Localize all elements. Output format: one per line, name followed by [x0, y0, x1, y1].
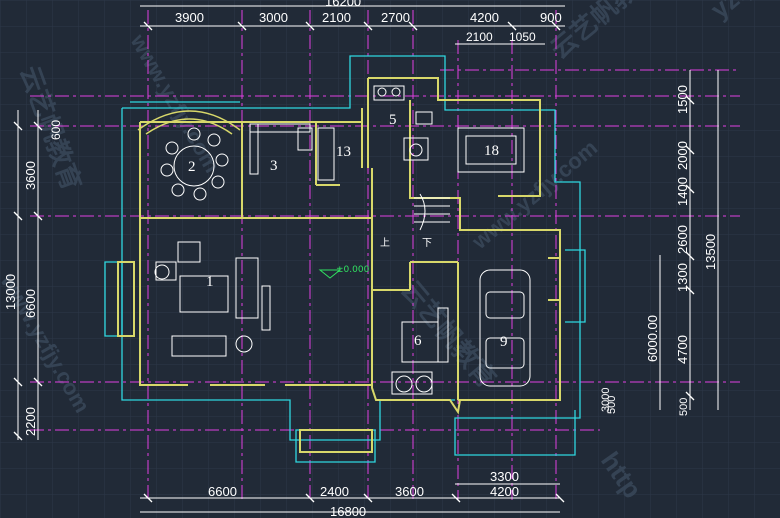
dim-bottom-3: 3600 [395, 484, 424, 499]
room-label-2: 2 [188, 159, 196, 175]
dim-top-overall: 16200 [325, 0, 361, 9]
room-label-9: 9 [500, 334, 508, 350]
bay-window [137, 110, 241, 135]
dim-bottom-sub: 3300 [490, 469, 519, 484]
room-label-18: 18 [484, 143, 499, 159]
dim-right-3: 1400 [675, 177, 690, 206]
dim-right-7: 500 [678, 398, 690, 416]
room-label-6: 6 [414, 333, 422, 349]
dim-bottom-2: 2400 [320, 484, 349, 499]
room-label-3: 3 [270, 158, 278, 174]
dim-right-inner: 6000.00 [645, 315, 660, 362]
dim-right-overall: 13500 [703, 234, 718, 270]
dim-left-4: 2200 [23, 407, 38, 436]
walls [117, 77, 561, 453]
dimension-lines [17, 5, 719, 513]
room-label-1: 1 [206, 274, 214, 290]
left-dimensions: 13000 600 3600 6600 2200 [3, 120, 63, 436]
dim-right-1: 1500 [675, 85, 690, 114]
right-dimensions: 13500 1500 2000 1400 2600 1300 4700 500 … [600, 85, 718, 416]
dim-left-1: 600 [49, 120, 63, 140]
dim-left-overall: 13000 [3, 274, 18, 310]
dim-right-2: 2000 [675, 141, 690, 170]
dim-top-4: 2700 [381, 10, 410, 25]
dim-top-6: 900 [540, 10, 562, 25]
room-label-13: 13 [336, 144, 351, 160]
dim-top-5: 4200 [470, 10, 499, 25]
dim-right-small: 3000 [600, 388, 612, 412]
level-mark-symbol [318, 269, 342, 279]
dim-top-3: 2100 [322, 10, 351, 25]
dim-bottom-1: 6600 [208, 484, 237, 499]
dim-right-4: 2600 [675, 225, 690, 254]
room-label-5: 5 [389, 112, 397, 128]
dim-right-8: 500 [606, 396, 618, 414]
furniture [154, 85, 531, 395]
dim-left-2: 3600 [23, 161, 38, 190]
stair-down-label: 下 [422, 238, 432, 249]
dimension-ticks [13, 21, 695, 503]
dim-top-sub-2: 1050 [509, 30, 536, 44]
room-labels: 1 2 3 5 6 9 13 18 [188, 112, 508, 350]
dim-right-5: 1300 [675, 263, 690, 292]
dim-right-6: 4700 [675, 335, 690, 364]
dim-bottom-4: 4200 [490, 484, 519, 499]
top-dimensions: 16200 3900 3000 2100 2700 4200 900 2100 … [175, 0, 562, 44]
dim-top-2: 3000 [259, 10, 288, 25]
bottom-dimensions: 3300 6600 2400 3600 4200 16800 [208, 469, 519, 518]
stair-up-label: 上 [380, 237, 390, 249]
dim-bottom-overall: 16800 [330, 504, 366, 518]
dim-top-1: 3900 [175, 10, 204, 25]
level-mark-text: ±0.000 [336, 265, 370, 275]
dim-left-3: 6600 [23, 289, 38, 318]
dim-top-sub-1: 2100 [466, 30, 493, 44]
